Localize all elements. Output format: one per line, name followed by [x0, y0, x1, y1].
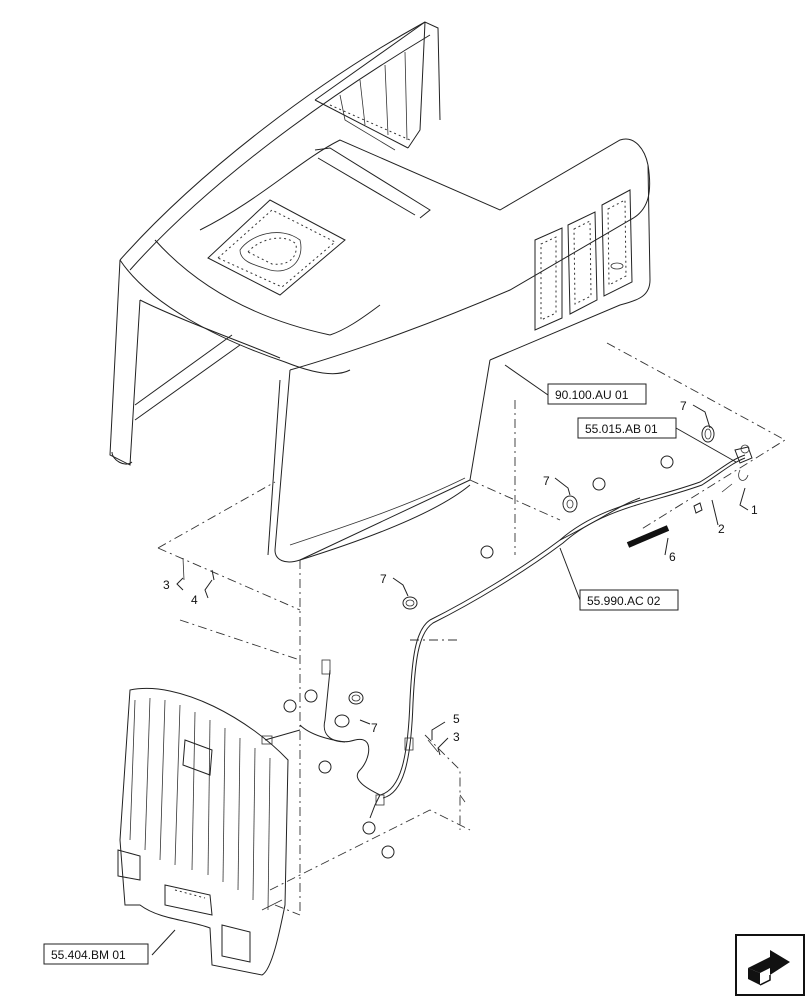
hood-assembly — [109, 21, 651, 563]
leader-lines — [151, 364, 749, 956]
reference-top-right[interactable]: 55.015.AB 01 — [577, 417, 677, 439]
callout-7-top-right: 7 — [680, 399, 687, 413]
guide-lines — [157, 342, 786, 916]
callout-3-left: 3 — [163, 578, 170, 592]
callout-7-lower: 7 — [371, 721, 378, 735]
reference-grille-text: 55.404.BM 01 — [51, 948, 126, 962]
reference-top-right-text: 55.015.AB 01 — [585, 422, 658, 436]
callout-numbers: 1 2 3 3 4 5 6 7 7 7 7 — [163, 399, 758, 744]
reference-grille[interactable]: 55.404.BM 01 — [43, 943, 149, 965]
clips — [182, 425, 733, 859]
callout-7-left: 7 — [380, 572, 387, 586]
reference-harness[interactable]: 55.990.AC 02 — [579, 589, 679, 611]
callout-7-middle: 7 — [543, 474, 550, 488]
next-page-arrow-icon[interactable] — [735, 934, 805, 996]
callout-3-lower: 3 — [453, 730, 460, 744]
grille-panel — [117, 688, 289, 976]
reference-hood-text: 90.100.AU 01 — [555, 388, 629, 402]
callout-1: 1 — [751, 503, 758, 517]
callout-2: 2 — [718, 522, 725, 536]
callout-4: 4 — [191, 593, 198, 607]
wiring-harness — [261, 444, 753, 819]
reference-hood[interactable]: 90.100.AU 01 — [547, 383, 647, 405]
callout-5: 5 — [453, 712, 460, 726]
callout-6: 6 — [669, 550, 676, 564]
reference-harness-text: 55.990.AC 02 — [587, 594, 661, 608]
